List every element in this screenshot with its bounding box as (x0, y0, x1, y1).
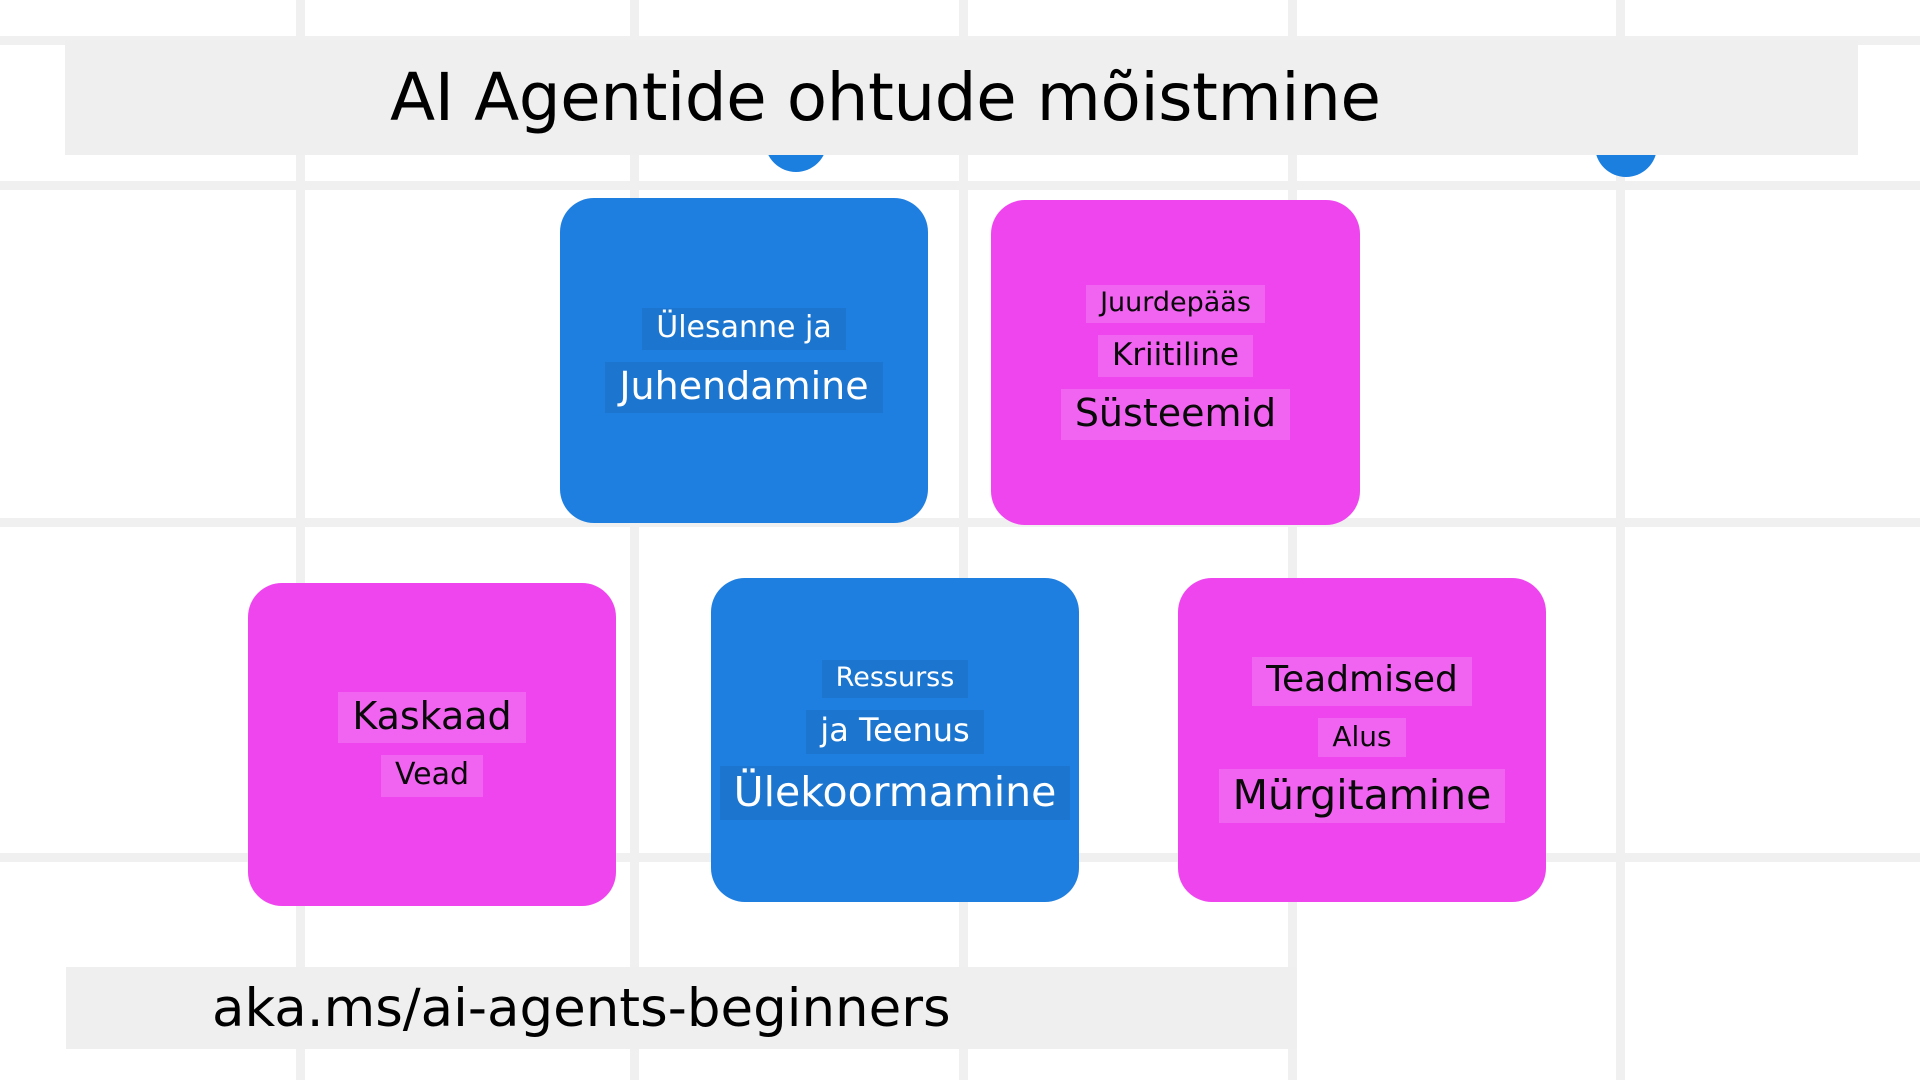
card-line: Kriitiline (1097, 334, 1253, 378)
card-line: Juhendamine (605, 361, 883, 413)
grid-line-vertical (630, 0, 639, 1080)
card-line: Mürgitamine (1218, 768, 1506, 823)
grid-line-vertical (296, 0, 305, 1080)
card-line: Teadmised (1252, 657, 1472, 706)
card-line: Süsteemid (1060, 389, 1291, 441)
footer-band: aka.ms/ai-agents-beginners (66, 967, 1297, 1049)
grid-line-vertical (959, 0, 968, 1080)
card-line: ja Teenus (806, 709, 984, 754)
card-line: Alus (1318, 717, 1406, 757)
card-line: Kaskaad (338, 692, 526, 744)
card-knowledge-poisoning[interactable]: Teadmised Alus Mürgitamine (1178, 578, 1546, 902)
card-line: Juurdepääs (1086, 284, 1265, 323)
card-line: Ressurss (821, 660, 969, 698)
card-cascade-errors[interactable]: Kaskaad Vead (248, 583, 616, 906)
card-line: Ülesanne ja (642, 308, 846, 350)
card-critical-systems[interactable]: Juurdepääs Kriitiline Süsteemid (991, 200, 1360, 525)
card-line: Vead (380, 755, 484, 797)
grid-line-vertical (1616, 0, 1625, 1080)
card-resource-overload[interactable]: Ressurss ja Teenus Ülekoormamine (711, 578, 1079, 902)
footer-link[interactable]: aka.ms/ai-agents-beginners (212, 977, 951, 1039)
grid-line-horizontal (0, 518, 1920, 527)
grid-line-vertical (1288, 0, 1297, 1080)
card-task-guidance[interactable]: Ülesanne ja Juhendamine (560, 198, 928, 523)
title-band: AI Agentide ohtude mõistmine (65, 40, 1858, 155)
grid-line-horizontal (0, 181, 1920, 190)
page-title: AI Agentide ohtude mõistmine (390, 58, 1381, 136)
card-line: Ülekoormamine (719, 765, 1071, 820)
